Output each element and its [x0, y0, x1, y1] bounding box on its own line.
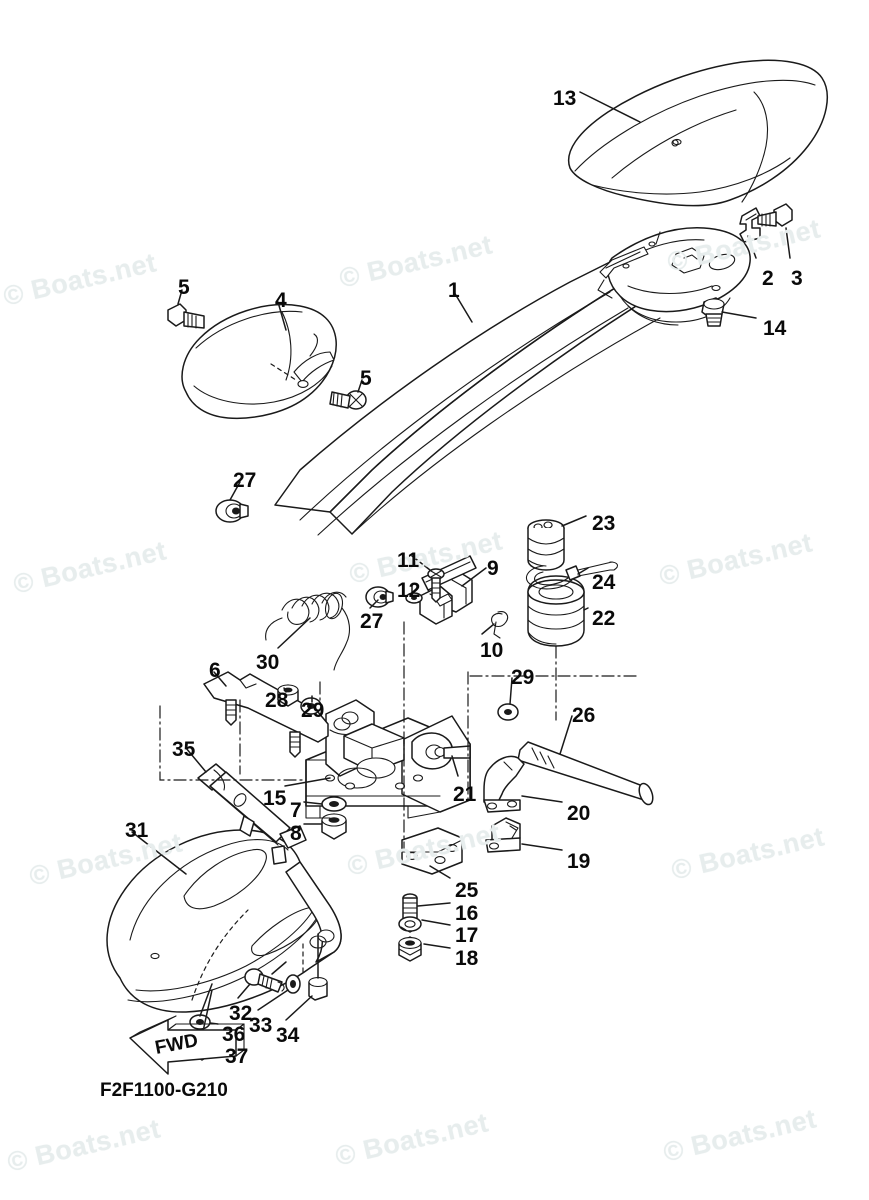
callout-number-28[interactable]: 28 [265, 689, 289, 712]
part-33-washer [285, 974, 301, 994]
part-30-coil-spring [265, 591, 351, 671]
part-31-front-hood [106, 829, 342, 1013]
callout-number-24[interactable]: 24 [592, 571, 616, 594]
callout-number-37[interactable]: 37 [225, 1045, 249, 1068]
callout-number-25[interactable]: 25 [455, 879, 479, 902]
callout-number-13[interactable]: 13 [553, 87, 577, 110]
part-14-drain-bolt [701, 297, 725, 327]
part-21-steering-bracket [305, 699, 471, 819]
callout-number-2[interactable]: 2 [762, 267, 774, 290]
callout-number-18[interactable]: 18 [455, 947, 479, 970]
callout-number-5a[interactable]: 5 [178, 276, 190, 299]
part-35-strut-rod [197, 763, 307, 865]
callout-number-8[interactable]: 8 [290, 822, 302, 845]
part-12-washer [405, 592, 423, 604]
part-10-clip [491, 611, 509, 639]
callout-number-7[interactable]: 7 [290, 799, 302, 822]
callout-number-31[interactable]: 31 [125, 819, 149, 842]
callout-number-26[interactable]: 26 [572, 704, 596, 727]
callout-number-20[interactable]: 20 [567, 802, 591, 825]
part-13-seat-cover [567, 59, 829, 207]
part-25-mounting-plate [401, 827, 463, 875]
part-27-bushing-b [365, 586, 394, 608]
callout-number-23[interactable]: 23 [592, 512, 616, 535]
callout-number-1[interactable]: 1 [448, 279, 460, 302]
callout-number-21[interactable]: 21 [453, 783, 477, 806]
part-24-cable-tie [525, 561, 619, 590]
callout-number-17[interactable]: 17 [455, 924, 479, 947]
part-29-washer-b [497, 703, 519, 721]
callout-number-9[interactable]: 9 [487, 557, 499, 580]
callout-number-36[interactable]: 36 [222, 1023, 246, 1046]
callout-number-19[interactable]: 19 [567, 850, 591, 873]
callout-number-16[interactable]: 16 [455, 902, 479, 925]
callout-number-14[interactable]: 14 [763, 317, 787, 340]
construction-lines [159, 621, 641, 851]
part-3-bolt [757, 203, 793, 227]
leader-lines [131, 91, 791, 1049]
callout-number-30[interactable]: 30 [256, 651, 280, 674]
callout-number-32[interactable]: 32 [229, 1002, 253, 1025]
callout-number-12[interactable]: 12 [397, 579, 421, 602]
callout-number-27a[interactable]: 27 [233, 469, 257, 492]
part-32-screw [244, 968, 285, 993]
part-19-small-bracket [485, 817, 521, 853]
part-11-screw [427, 568, 445, 603]
callout-number-27b[interactable]: 27 [360, 610, 384, 633]
part-20-cable-bracket [483, 755, 525, 813]
part-29-washer-a [300, 697, 322, 715]
callout-number-34[interactable]: 34 [276, 1024, 300, 1047]
part-27-bushing-a [215, 499, 249, 523]
callout-number-29b[interactable]: 29 [301, 699, 325, 722]
part-15-base-block [305, 805, 441, 819]
callout-number-11[interactable]: 11 [397, 549, 420, 572]
callout-number-35[interactable]: 35 [172, 738, 196, 761]
part-1-steering-pole [274, 227, 751, 536]
callout-number-15[interactable]: 15 [263, 787, 287, 810]
callout-number-33[interactable]: 33 [249, 1014, 273, 1037]
callout-number-3[interactable]: 3 [791, 267, 803, 290]
diagram-code-label: F2F1100-G210 [100, 1080, 228, 1101]
callout-number-10[interactable]: 10 [480, 639, 504, 662]
part-6-retainer-bar [203, 671, 329, 758]
part-23-bellows-grommet [527, 519, 565, 571]
callout-number-22[interactable]: 22 [592, 607, 616, 630]
part-18-nut [398, 936, 422, 962]
part-8-nut [321, 813, 347, 840]
callout-number-5b[interactable]: 5 [360, 367, 372, 390]
callout-number-6[interactable]: 6 [209, 659, 221, 682]
callout-number-4[interactable]: 4 [275, 289, 287, 312]
part-17-lock-washer [398, 916, 422, 932]
fwd-direction-arrow [129, 1015, 245, 1075]
part-5-screw-b [329, 390, 367, 410]
part-5-screw-a [167, 303, 205, 329]
part-28-nut [277, 684, 299, 707]
callout-number-29a[interactable]: 29 [511, 666, 535, 689]
part-4-handle-cover [181, 303, 337, 420]
